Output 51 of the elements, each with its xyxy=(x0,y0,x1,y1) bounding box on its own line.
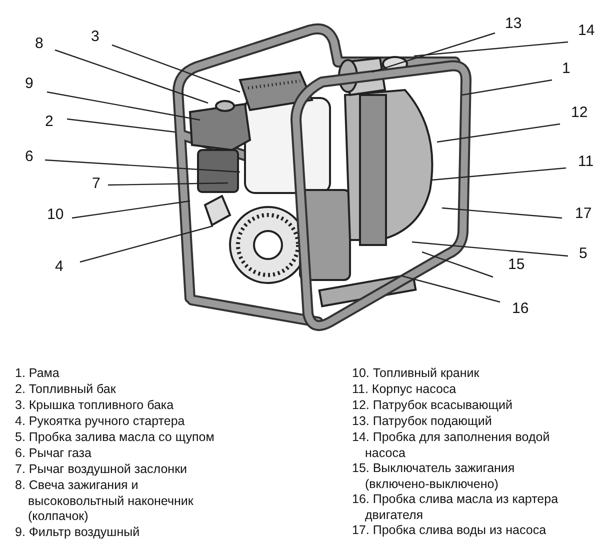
callout-number: 12 xyxy=(569,104,590,122)
part-list-item: 1. Рама xyxy=(15,366,60,382)
leader-line xyxy=(412,241,568,257)
part-list-item: 14. Пробка для заполнения водой насоса xyxy=(352,430,551,461)
part-list-item: 7. Рычаг воздушной заслонки xyxy=(15,462,188,478)
part-list-item: 3. Крышка топливного бака xyxy=(15,398,175,414)
part-list-item: 13. Патрубок подающий xyxy=(352,414,493,430)
leader-line xyxy=(432,167,566,181)
callout-number: 4 xyxy=(53,258,66,276)
part-list-item: 12. Патрубок всасывающий xyxy=(352,398,514,414)
part-list-item: 2. Топливный бак xyxy=(15,382,117,398)
part-list-item: 9. Фильтр воздушный xyxy=(15,525,141,540)
part-list-item: 11. Корпус насоса xyxy=(352,382,458,398)
leader-line xyxy=(402,275,500,303)
callout-number: 13 xyxy=(503,15,524,33)
callout-number: 14 xyxy=(576,22,597,40)
callout-number: 8 xyxy=(33,35,46,53)
callout-number: 11 xyxy=(576,153,596,171)
leader-line xyxy=(108,182,228,186)
leader-line xyxy=(414,41,568,57)
callout-number: 15 xyxy=(506,256,527,274)
callout-number: 6 xyxy=(23,148,36,166)
part-list-item: 17. Пробка слива воды из насоса xyxy=(352,523,548,538)
leader-line xyxy=(422,251,494,278)
leader-line xyxy=(436,123,560,143)
part-list-item: 16. Пробка слива масла из картера двигателя xyxy=(352,492,560,523)
callout-number: 1 xyxy=(560,60,572,78)
callout-number: 2 xyxy=(43,113,56,131)
callout-number: 9 xyxy=(23,75,36,93)
callout-number: 17 xyxy=(573,205,594,223)
callout-number: 5 xyxy=(577,245,590,263)
callout-number: 16 xyxy=(510,300,531,318)
leader-line xyxy=(112,44,240,93)
leader-line xyxy=(54,49,208,104)
leader-line xyxy=(372,32,496,73)
part-list-item: 6. Рычаг газа xyxy=(15,446,92,462)
leader-line xyxy=(462,79,552,96)
leader-line xyxy=(80,225,214,263)
callout-number: 7 xyxy=(90,175,102,193)
part-list-item: 10. Топливный краник xyxy=(352,366,480,382)
part-list-item: 5. Пробка залива масла со щупом xyxy=(15,430,216,446)
leader-line xyxy=(72,200,190,219)
leader-line xyxy=(46,91,200,121)
leader-line xyxy=(44,159,240,173)
leader-line xyxy=(442,207,562,219)
callout-number: 3 xyxy=(89,28,102,46)
part-list-item: 8. Свеча зажигания и высоковольтный наконечник (колпачок) xyxy=(15,478,194,524)
leader-line xyxy=(66,118,176,133)
part-list-item: 15. Выключатель зажигания (включено-выключено) xyxy=(352,461,516,492)
callout-number: 10 xyxy=(45,206,66,224)
part-list-item: 4. Рукоятка ручного стартера xyxy=(15,414,186,430)
